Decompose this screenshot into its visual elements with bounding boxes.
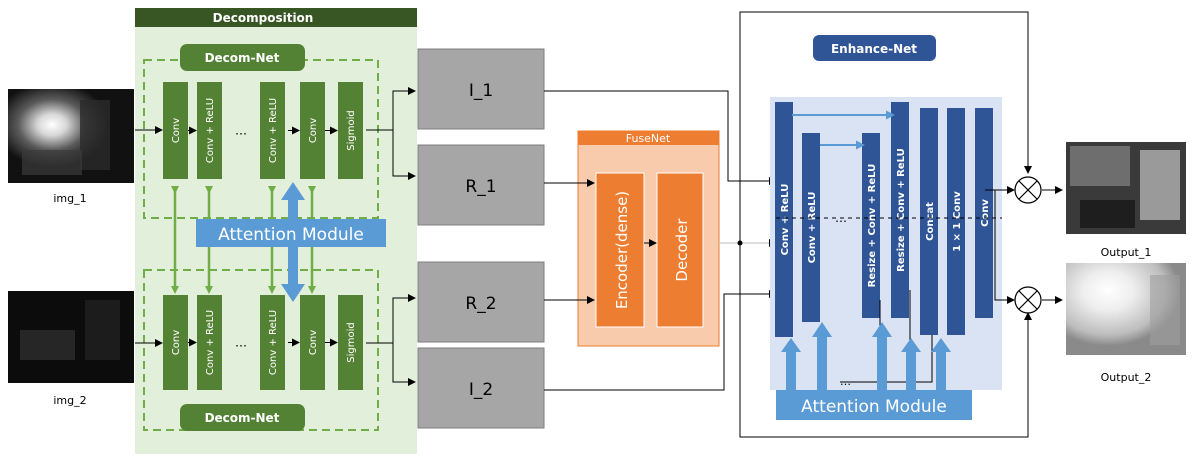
decomp-attention-label: Attention Module [218,225,364,245]
enhance-layer-0 [775,102,793,337]
decomp-top-layer-label-1: Conv + ReLU [205,98,216,163]
decomp-top-layer-4 [338,82,363,179]
enhance-attention-label: Attention Module [801,397,947,417]
input-image-1 [8,89,134,183]
decom-net-bottom-badge [180,404,305,431]
decom-output-forks [366,87,416,386]
enhance-layer-5 [947,108,965,335]
enhance-net-title: Enhance-Net [831,42,917,56]
decomp-top-layer-3 [300,82,325,179]
decomp-bottom-layer-label-0: Conv [171,330,182,355]
enhance-bottom-ellipsis: … [840,375,851,388]
output-image-2 [1066,263,1186,355]
output-caption-2: Output_2 [1101,371,1152,384]
intermediate-label-1: R_1 [465,177,496,197]
decomp-top-layer-label-4: Sigmoid [346,110,357,150]
fusenet-title: FuseNet [626,132,671,145]
enhance-skip-connections [792,110,895,150]
decomp-top-ellipsis: … [235,124,247,138]
fusenet-header [578,131,719,145]
input-caption-2: img_2 [53,394,86,407]
decomp-bottom-layer-2 [260,295,285,390]
enhance-net-badge [813,35,936,61]
decom-net-top-layers: Conv Conv + ReLU Conv + ReLU Conv Sigmoid … [163,82,363,179]
enhance-layer-2 [862,133,880,318]
enhance-layer-label-1: Conv + ReLU [807,192,818,264]
fusenet-encoder [595,172,645,328]
decomp-top-layer-label-3: Conv [308,118,319,143]
decomp-bottom-ellipsis: … [235,336,247,350]
decomp-bottom-layer-label-3: Conv [308,330,319,355]
intermediate-label-2: R_2 [465,294,496,314]
decom-net-top-label: Decom-Net [205,51,280,65]
enhance-layer-label-4: Concat [925,202,936,241]
intermediate-label-3: I_2 [469,380,493,400]
multiply-node-2 [1014,286,1042,314]
decomposition-header [135,8,417,27]
input-image-2 [8,291,134,383]
decomp-bottom-layer-3 [300,295,325,390]
intermediate-box-3 [417,347,545,429]
enhance-layer-label-6: Conv [980,199,991,227]
enhance-layer-6 [975,108,993,318]
fusenet-decoder [656,172,704,328]
decomp-top-layer-1 [197,82,222,179]
multiply-node-1 [1014,176,1042,204]
junction-dot [737,240,743,246]
decomp-top-layer-label-0: Conv [171,118,182,143]
mid-connectors [544,11,1032,438]
enhance-layer-1 [802,133,820,322]
decomp-bottom-layer-label-2: Conv + ReLU [268,310,279,375]
decomp-bottom-layer-0 [163,295,188,390]
input-caption-1: img_1 [53,192,86,205]
enhance-layer-label-0: Conv + ReLU [780,184,791,256]
decomp-attention-module [196,219,386,247]
decom-net-top-badge [180,44,305,71]
intermediate-box-1 [417,144,545,226]
enhance-layer-4 [920,108,938,335]
intermediate-box-2 [417,261,545,343]
fusenet-encoder-label: Encoder(dense) [613,191,631,309]
decomp-bottom-layer-label-1: Conv + ReLU [205,310,216,375]
decomp-top-layer-0 [163,82,188,179]
enhance-layer-3 [891,102,909,318]
intermediate-maps: I_1R_1R_2I_2 [417,48,545,429]
decomposition-title: Decomposition [213,11,314,25]
enhance-layer-label-2: Resize + Conv + ReLU [867,164,878,288]
output-image-1 [1066,142,1186,234]
decomp-top-layer-label-2: Conv + ReLU [268,98,279,163]
enhance-net-layers: Conv + ReLU Conv + ReLU Resize + Conv + Re… [775,102,993,337]
intermediate-box-0 [417,48,545,130]
decom-net-bottom-label: Decom-Net [205,411,280,425]
enhance-attention-arrows [781,322,951,390]
decomp-bottom-layer-label-4: Sigmoid [346,322,357,362]
decom-net-bottom-layers: Conv Conv + ReLU Conv + ReLU Conv Sigmoid … [163,295,363,390]
enhance-layer-label-3: Resize + Conv + ReLU [896,148,907,272]
decomp-bottom-layer-4 [338,295,363,390]
enhance-to-multipliers [985,186,1063,304]
decomp-bottom-layer-1 [197,295,222,390]
output-caption-1: Output_1 [1101,246,1152,259]
enhance-attention-module [776,390,972,420]
decomp-top-layer-2 [260,82,285,179]
fusenet-decoder-label: Decoder [673,218,691,282]
intermediate-label-0: I_1 [469,81,493,101]
enhance-layer-label-5: 1 × 1 Conv [952,191,963,252]
